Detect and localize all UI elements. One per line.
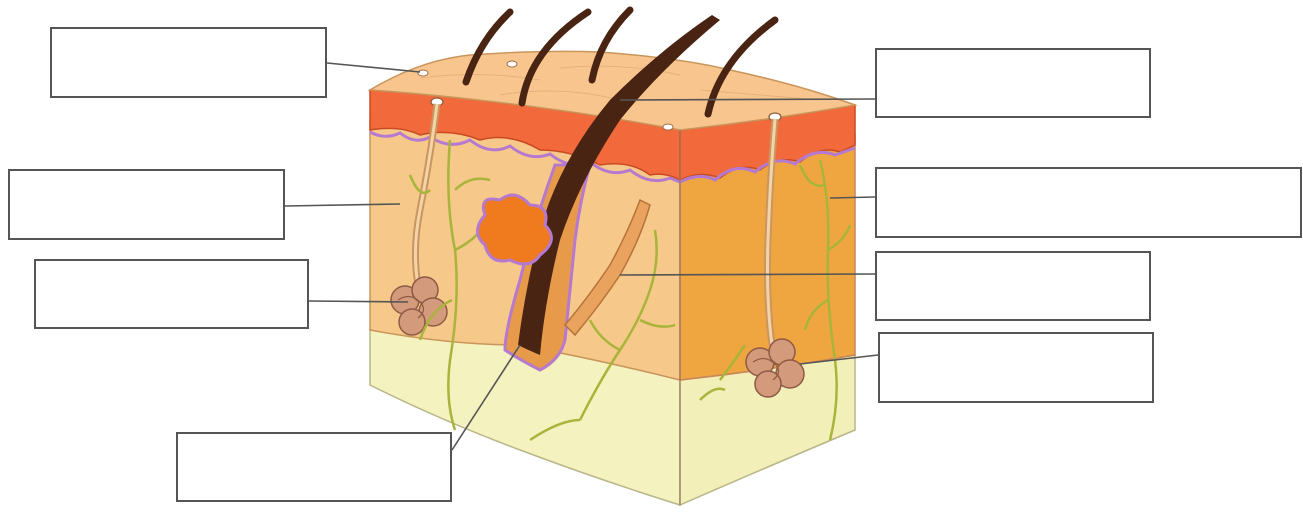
label-box-low-right[interactable] (875, 251, 1151, 321)
pore (507, 61, 517, 67)
label-box-bottom-left[interactable] (176, 432, 452, 502)
pore (663, 124, 673, 130)
label-box-mid-left[interactable] (8, 169, 285, 240)
leader-line-low-right (620, 274, 875, 275)
leader-line-low-left (309, 301, 408, 302)
leader-line-mid-right (830, 197, 875, 198)
label-box-mid-right[interactable] (875, 167, 1302, 238)
label-box-top-right[interactable] (875, 48, 1151, 118)
leader-line-top-right (620, 99, 875, 100)
pore (418, 70, 428, 76)
label-box-low-left[interactable] (34, 259, 309, 329)
label-box-bottom-right[interactable] (878, 332, 1154, 403)
leader-line-top-left (327, 63, 420, 72)
label-box-top-left[interactable] (50, 27, 327, 98)
